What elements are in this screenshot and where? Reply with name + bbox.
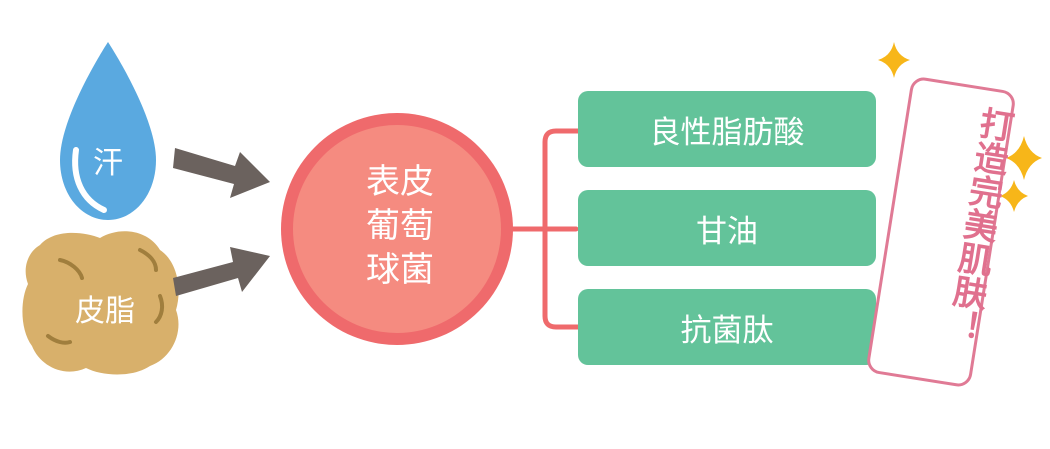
sebum-blob-icon: [22, 231, 179, 375]
connector-bracket: [509, 128, 581, 330]
arrow-from-sebum: [173, 247, 270, 296]
output-box-peptide: 抗菌肽: [578, 289, 876, 365]
output-label: 良性脂肪酸: [649, 114, 805, 151]
output-box-fatty-acid: 良性脂肪酸: [578, 91, 876, 167]
bacteria-label: 表皮 葡萄 球菌: [300, 160, 500, 292]
sparkle-icon: [878, 42, 1042, 212]
arrow-from-sweat: [173, 148, 270, 198]
bacteria-label-line-2: 葡萄: [366, 206, 434, 246]
bacteria-label-line-1: 表皮: [366, 162, 434, 202]
sebum-label: 皮脂: [75, 294, 135, 329]
sweat-drop-icon: [60, 42, 156, 220]
output-label: 抗菌肽: [680, 312, 774, 349]
output-box-glycerin: 甘油: [578, 190, 876, 266]
bacteria-label-line-3: 球菌: [366, 250, 434, 290]
sweat-label: 汗: [93, 146, 123, 181]
output-label: 甘油: [696, 213, 758, 250]
bacteria-circle: [281, 113, 513, 345]
